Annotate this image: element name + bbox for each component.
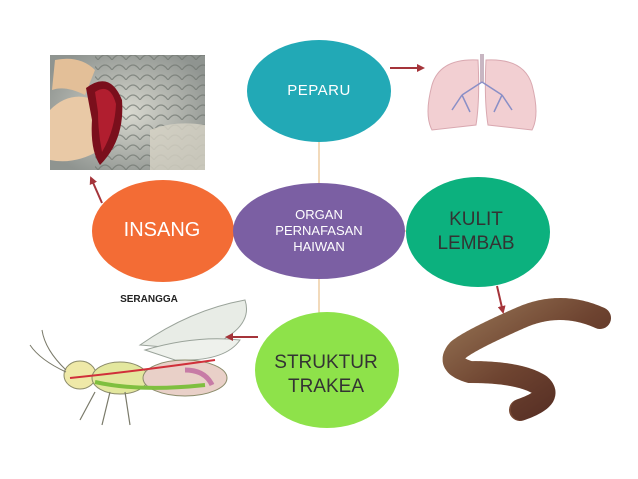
struktur-trakea-label: STRUKTUR TRAKEA [255, 322, 397, 428]
kulit-lembab-label: KULIT LEMBAB [406, 185, 546, 279]
peparu-label: PEPARU [252, 55, 386, 125]
fish-gill-image [50, 55, 205, 170]
earthworm-image [454, 309, 600, 410]
insang-label: INSANG [95, 190, 229, 270]
center-label: ORGAN PERNAFASAN HAIWAN [233, 185, 405, 277]
insect-diagram-image [30, 300, 247, 425]
lungs-image [428, 54, 536, 130]
insect-diagram-title: SERANGGA [104, 294, 194, 305]
